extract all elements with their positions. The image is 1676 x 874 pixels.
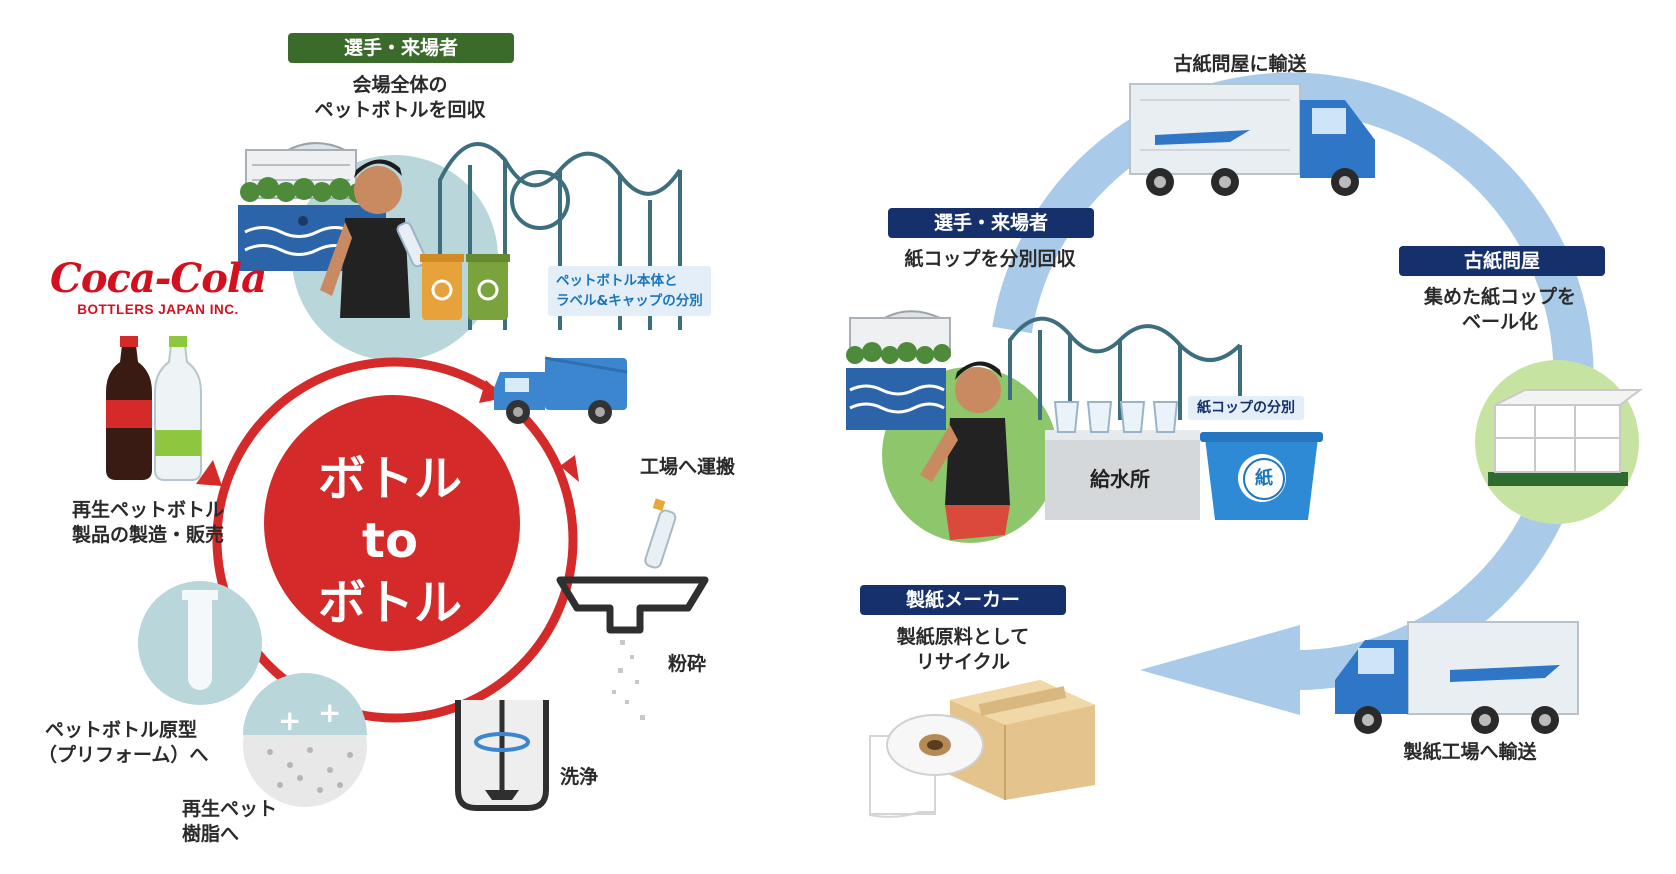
step-product-1: 再生ペットボトル	[72, 499, 225, 521]
maker-text-1: 製紙原料として	[896, 626, 1030, 648]
brand-logo-text: Coca-Cola	[49, 255, 267, 302]
step-preform-2: （プリフォーム）へ	[38, 744, 209, 766]
svg-text:+: +	[278, 704, 301, 737]
paper-bin-glyph: 紙	[1243, 458, 1285, 500]
step-wash: 洗浄	[560, 766, 599, 788]
right-collect-tag: 選手・来場者	[888, 208, 1094, 238]
maker-text-2: リサイクル	[915, 651, 1011, 673]
paper-cycle-arrow	[992, 72, 1594, 691]
runner-drinking	[320, 159, 427, 318]
runner-running	[920, 361, 1010, 540]
resin-circle: ++	[243, 673, 367, 807]
product-bottles	[106, 336, 202, 481]
water-station	[1045, 401, 1200, 520]
left-collect-text-2: ペットボトルを回収	[314, 99, 486, 121]
water-station-label: 給水所	[1090, 467, 1150, 491]
transport-to-wholesaler: 古紙問屋に輸送	[1173, 53, 1307, 75]
stadium-illustration	[244, 142, 357, 199]
wholesaler-text-1: 集めた紙コップを	[1423, 286, 1577, 308]
right-collect-text: 紙コップを分別回収	[904, 248, 1076, 270]
recycling-bins	[420, 254, 510, 320]
sort-note-line-1: ペットボトル本体と	[556, 273, 678, 289]
step-transport: 工場へ運搬	[640, 456, 736, 478]
center-title-line-2: to	[362, 513, 418, 569]
step-resin-1: 再生ペット	[182, 798, 278, 820]
washing-tank	[455, 700, 549, 811]
crusher-illustration	[556, 498, 709, 720]
toilet-roll	[869, 714, 984, 818]
step-crush: 粉砕	[668, 653, 707, 675]
coca-cola-logo: Coca-Cola BOTTLERS JAPAN INC.	[49, 255, 267, 318]
bale-circle	[1475, 360, 1643, 524]
left-collect-tag: 選手・来場者	[288, 33, 514, 63]
left-collect-text-1: 会場全体の	[352, 74, 448, 96]
brand-sub-text: BOTTLERS JAPAN INC.	[77, 302, 239, 317]
step-preform-1: ペットボトル原型	[45, 719, 198, 741]
center-title-line-3: ボトル	[317, 575, 462, 631]
wholesaler-tag: 古紙問屋	[1399, 246, 1605, 276]
maker-tag: 製紙メーカー	[860, 585, 1066, 615]
truck-to-mill	[1335, 621, 1579, 734]
sort-note-line-2: ラベル&キャップの分別	[556, 293, 703, 309]
transport-to-mill: 製紙工場へ輸送	[1403, 741, 1537, 763]
truck-to-wholesaler	[1129, 83, 1375, 196]
svg-text:+: +	[318, 696, 341, 729]
center-title-line-1: ボトル	[317, 451, 462, 507]
cycle-ring	[212, 357, 578, 723]
preform-circle	[138, 581, 262, 705]
sort-note: ペットボトル本体と ラベル&キャップの分別	[548, 266, 711, 316]
step-resin-2: 樹脂へ	[182, 823, 240, 845]
wholesaler-text-2: ベール化	[1461, 311, 1539, 333]
bottle-to-bottle-title: ボトル to ボトル	[270, 448, 510, 634]
step-product-2: 製品の製造・販売	[72, 524, 225, 546]
center-disc	[264, 395, 520, 651]
garbage-truck	[494, 356, 628, 424]
box	[950, 680, 1095, 800]
cup-sorting-note: 紙コップの分別	[1188, 396, 1304, 420]
